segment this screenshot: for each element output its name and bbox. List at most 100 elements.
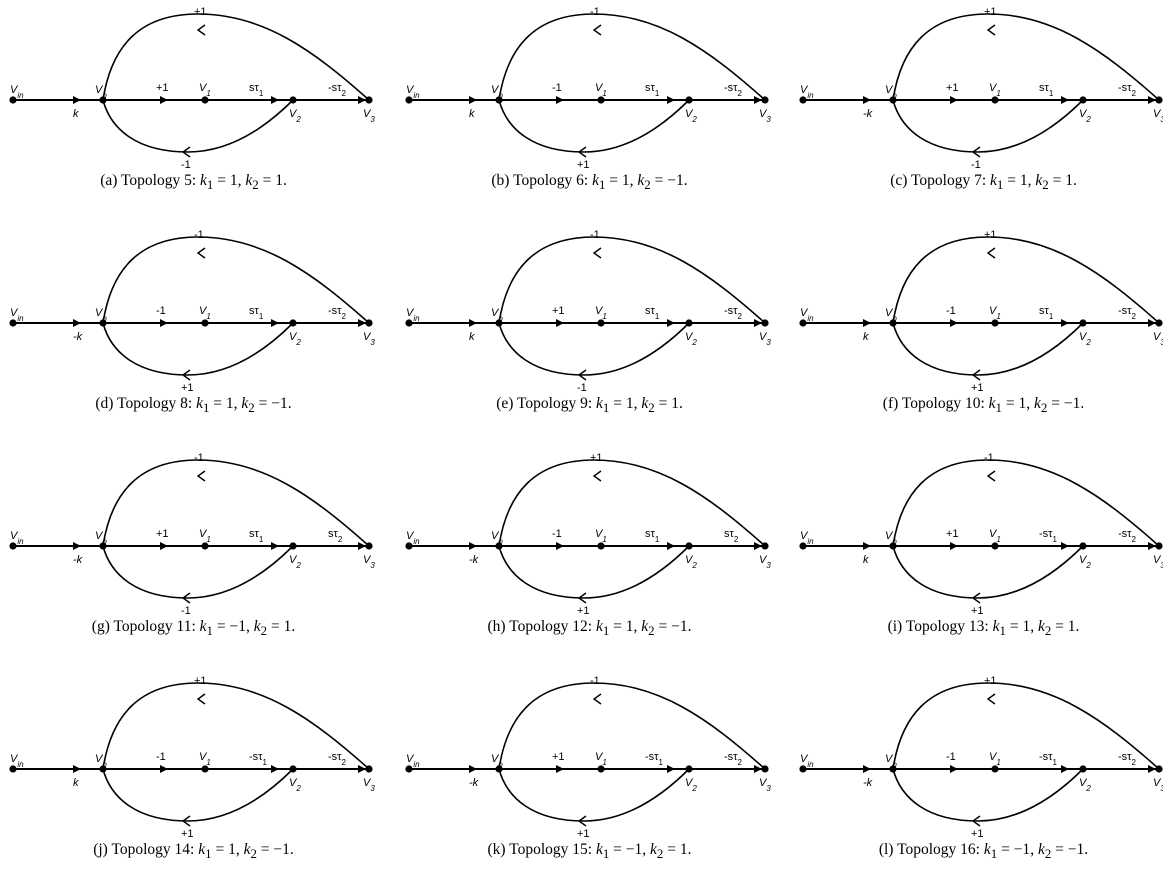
gain-top: -1 <box>590 675 600 687</box>
panel-caption: (h) Topology 12: k1 = 1, k2 = −1. <box>487 618 692 639</box>
label-vo: Vo <box>491 530 503 546</box>
gain-input: -k <box>469 554 479 566</box>
gain-tau2: -sτ2 <box>1118 82 1137 98</box>
label-v2: V2 <box>685 108 697 124</box>
node-vin <box>405 765 413 773</box>
panel-caption: (c) Topology 7: k1 = 1, k2 = 1. <box>890 172 1077 193</box>
gain-tau1: sτ1 <box>1039 305 1054 321</box>
top-feedback-path <box>498 682 766 770</box>
input-arrow <box>469 765 477 773</box>
top-feedback-path <box>102 13 370 101</box>
label-vin: Vin <box>800 530 814 546</box>
node-v1 <box>991 96 999 104</box>
panel-caption: (j) Topology 14: k1 = 1, k2 = −1. <box>93 841 294 862</box>
gain-mid: +1 <box>946 82 959 94</box>
top-arrow <box>986 24 996 36</box>
gain-tau1: -sτ1 <box>1039 528 1058 544</box>
node-vo <box>99 765 107 773</box>
top-feedback-path <box>498 13 766 101</box>
node-v1 <box>597 542 605 550</box>
node-vo <box>495 765 503 773</box>
node-v1 <box>201 96 209 104</box>
node-v2 <box>685 542 693 550</box>
label-v1: V1 <box>199 751 211 767</box>
gain-input: k <box>469 331 475 343</box>
gain-bottom: -1 <box>577 382 587 394</box>
forward-arrow-1 <box>556 96 564 104</box>
input-arrow <box>863 765 871 773</box>
gain-input: -k <box>863 777 873 789</box>
gain-mid: -1 <box>552 82 562 94</box>
bottom-arrow <box>971 815 981 827</box>
gain-tau1: sτ1 <box>249 305 264 321</box>
forward-arrow-3 <box>1148 319 1156 327</box>
panel-caption: (b) Topology 6: k1 = 1, k2 = −1. <box>491 172 688 193</box>
forward-arrow-2 <box>271 319 279 327</box>
gain-tau2: -sτ2 <box>724 305 743 321</box>
label-vo: Vo <box>95 530 107 546</box>
gain-top: +1 <box>194 6 207 18</box>
node-v3 <box>365 542 373 550</box>
input-arrow <box>469 319 477 327</box>
node-v1 <box>201 319 209 327</box>
node-vin <box>9 319 17 327</box>
forward-arrow-1 <box>160 765 168 773</box>
top-feedback-path <box>892 682 1160 770</box>
label-vo: Vo <box>885 753 897 769</box>
label-v3: V3 <box>363 331 375 347</box>
gain-input: -k <box>73 331 83 343</box>
forward-arrow-3 <box>1148 765 1156 773</box>
bottom-arrow <box>181 146 191 158</box>
node-v1 <box>597 765 605 773</box>
node-vin <box>799 319 807 327</box>
panel-caption: (k) Topology 15: k1 = −1, k2 = 1. <box>487 841 692 862</box>
input-arrow <box>73 96 81 104</box>
gain-tau1: -sτ1 <box>249 751 268 767</box>
bottom-arrow <box>181 815 191 827</box>
panel-caption: (i) Topology 13: k1 = 1, k2 = 1. <box>887 618 1080 639</box>
label-vo: Vo <box>491 84 503 100</box>
gain-mid: -1 <box>946 305 956 317</box>
panel-caption: (f) Topology 10: k1 = 1, k2 = −1. <box>882 395 1085 416</box>
node-vo <box>889 96 897 104</box>
forward-arrow-3 <box>358 542 366 550</box>
gain-mid: +1 <box>156 82 169 94</box>
gain-tau2: sτ2 <box>328 528 343 544</box>
forward-arrow-1 <box>556 542 564 550</box>
bottom-arrow <box>577 592 587 604</box>
bottom-arrow <box>181 369 191 381</box>
node-v3 <box>1155 542 1163 550</box>
node-v3 <box>761 96 769 104</box>
bottom-feedback-path <box>102 545 294 599</box>
top-feedback-path <box>892 236 1160 324</box>
node-vin <box>405 96 413 104</box>
label-v3: V3 <box>759 777 771 793</box>
node-v1 <box>201 542 209 550</box>
node-v1 <box>991 765 999 773</box>
gain-input: -k <box>73 554 83 566</box>
gain-bottom: +1 <box>971 828 984 840</box>
label-v1: V1 <box>595 305 607 321</box>
node-v2 <box>289 96 297 104</box>
gain-top: -1 <box>194 452 204 464</box>
forward-arrow-2 <box>1061 765 1069 773</box>
forward-arrow-2 <box>271 765 279 773</box>
bottom-feedback-path <box>892 545 1084 599</box>
node-v2 <box>685 765 693 773</box>
label-v1: V1 <box>989 751 1001 767</box>
bottom-feedback-path <box>102 99 294 153</box>
bottom-feedback-path <box>498 768 690 822</box>
input-arrow <box>863 542 871 550</box>
label-v2: V2 <box>289 108 301 124</box>
top-feedback-path <box>102 236 370 324</box>
gain-mid: -1 <box>946 751 956 763</box>
label-v2: V2 <box>1079 777 1091 793</box>
label-vo: Vo <box>95 84 107 100</box>
node-v2 <box>1079 96 1087 104</box>
